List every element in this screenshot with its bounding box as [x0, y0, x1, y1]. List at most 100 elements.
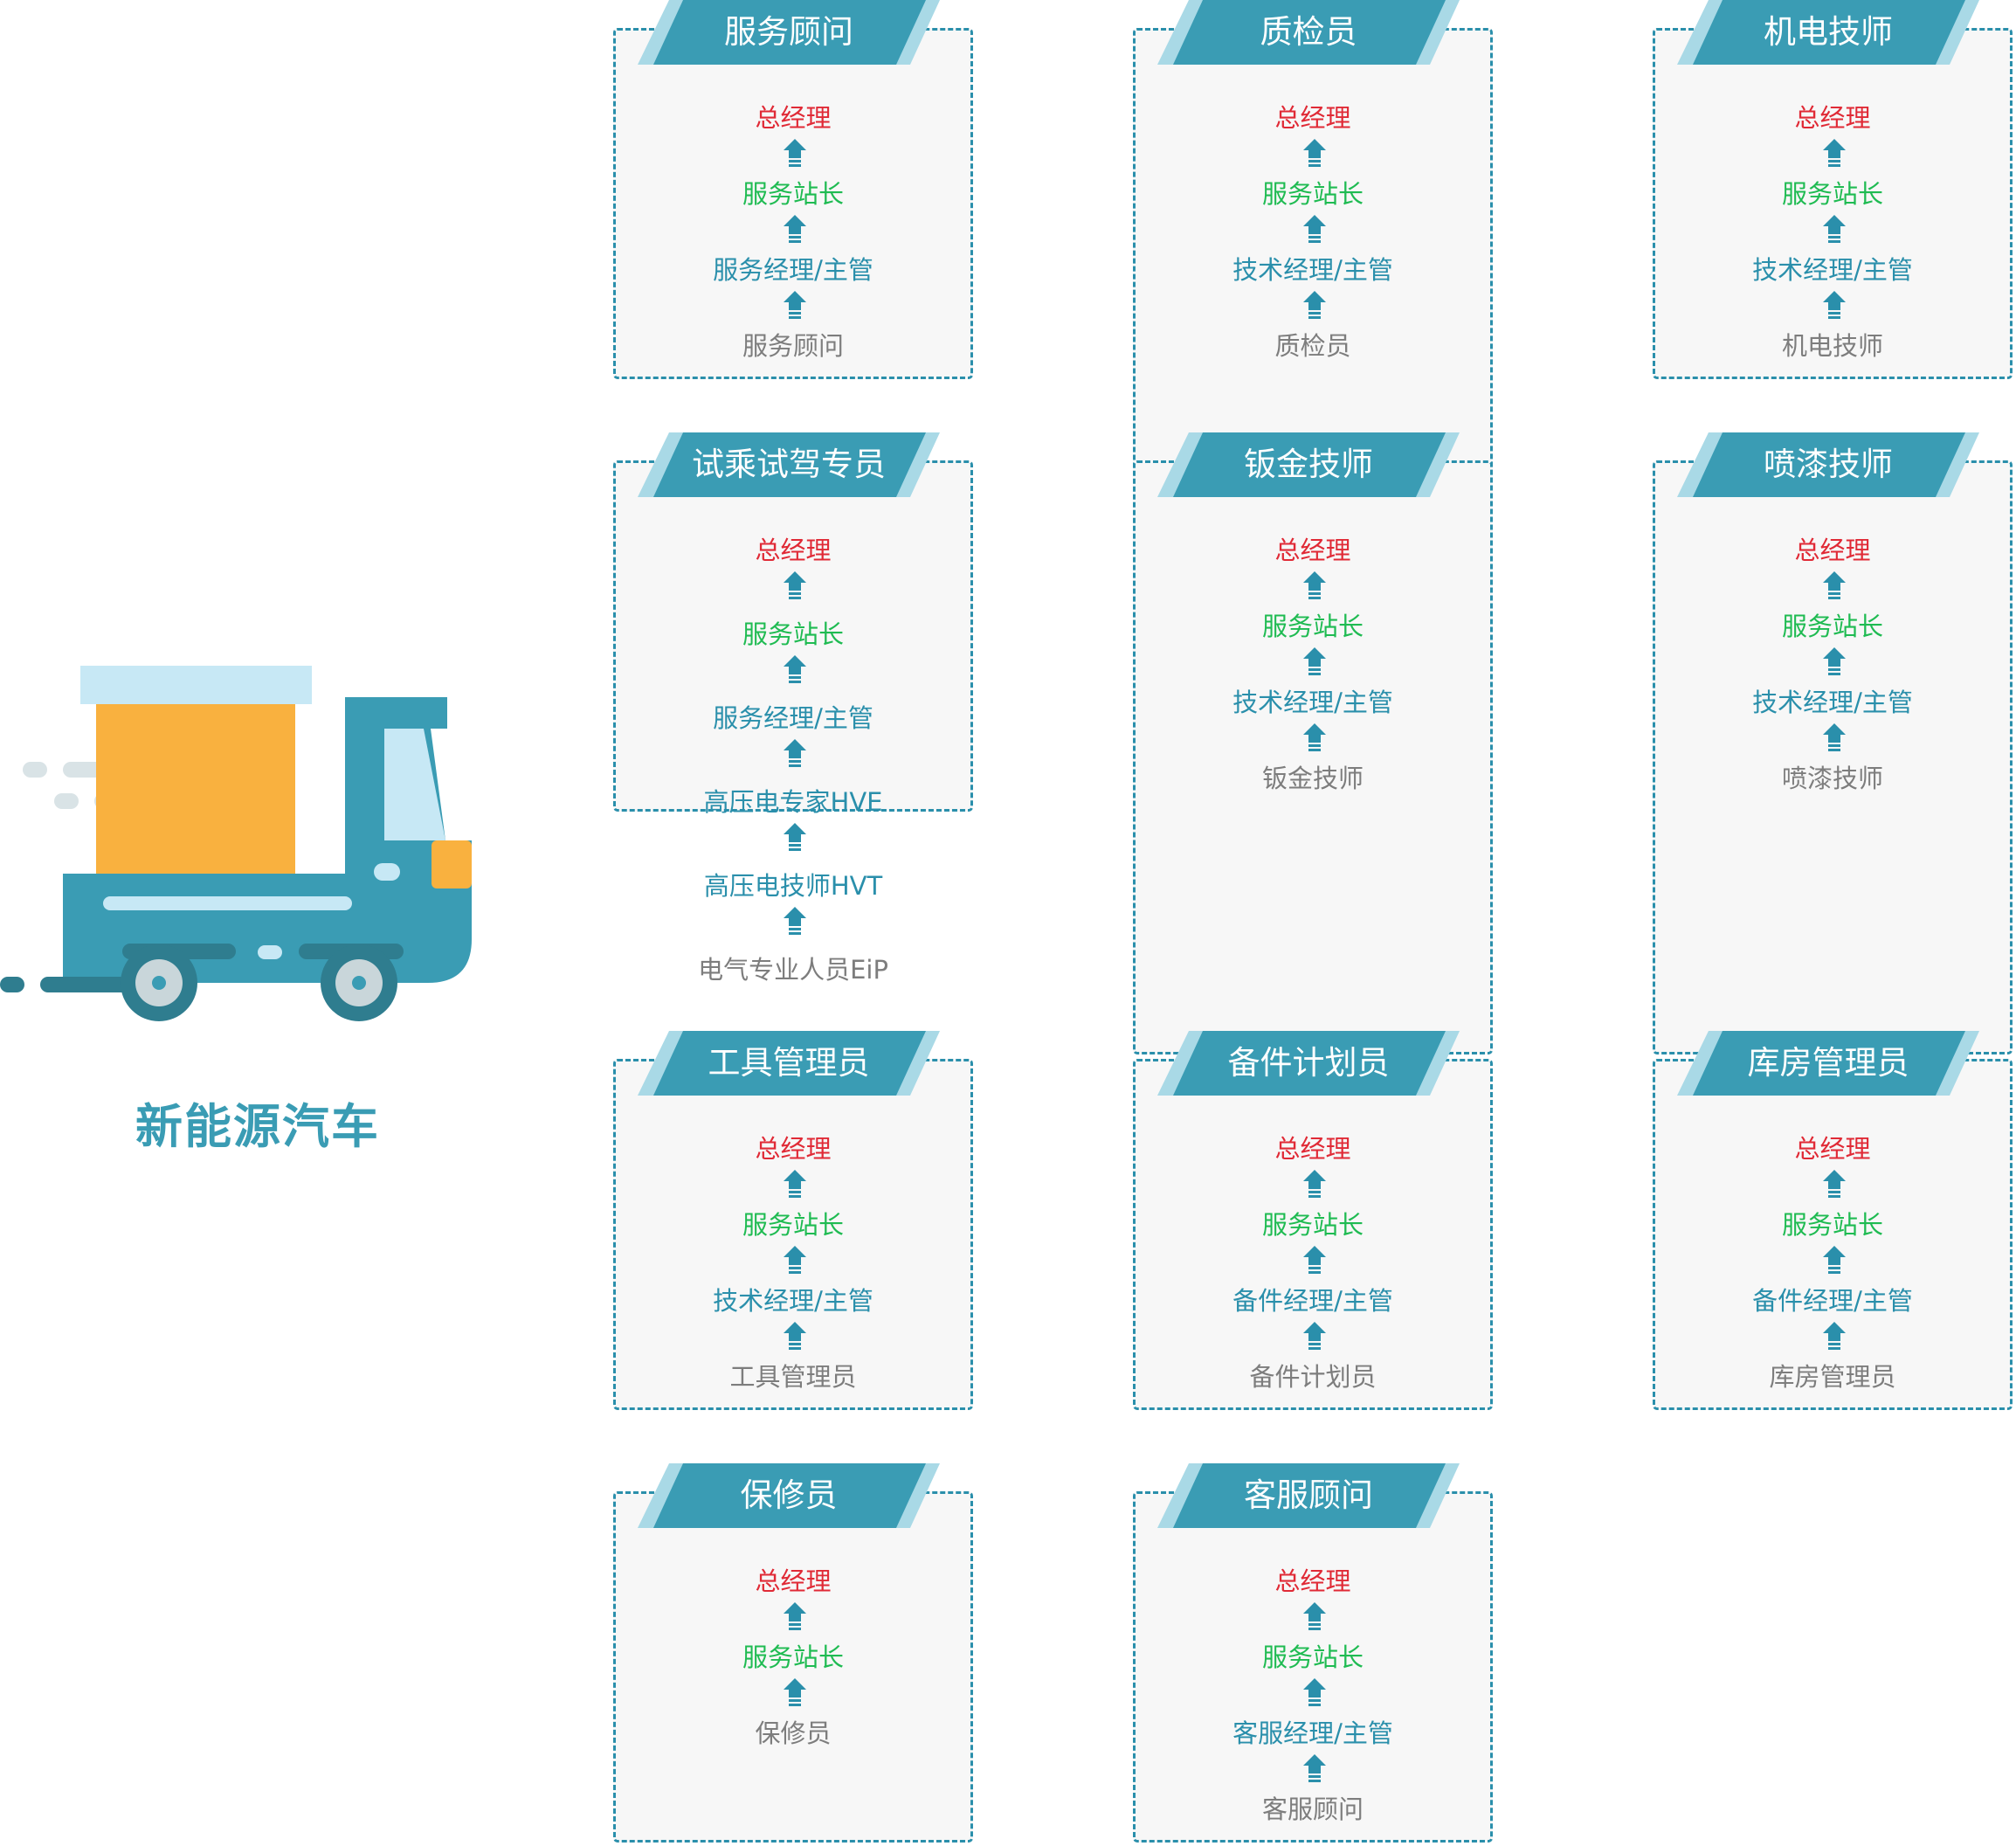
chain-level: 机电技师 — [1781, 331, 1883, 361]
chain-level: 总经理 — [1274, 1134, 1351, 1164]
card-title-banner: 备件计划员 — [1157, 1031, 1460, 1096]
chain-level: 总经理 — [755, 536, 832, 565]
up-arrow-icon — [1303, 1754, 1326, 1784]
up-arrow-icon — [1823, 1322, 1846, 1352]
chain-level: 备件计划员 — [1249, 1362, 1377, 1392]
card-frame — [613, 1059, 973, 1410]
chain-level: 高压电技师HVT — [703, 871, 883, 901]
card-title-banner: 客服顾问 — [1157, 1463, 1460, 1528]
chain-level: 技术经理/主管 — [1232, 255, 1393, 285]
card-frame — [1133, 1059, 1493, 1410]
card-title: 库房管理员 — [1747, 1044, 1909, 1082]
chain-level: 总经理 — [1274, 536, 1351, 565]
up-arrow-icon — [784, 215, 806, 245]
chain-level: 总经理 — [1794, 1134, 1871, 1164]
card-title: 喷漆技师 — [1764, 446, 1893, 483]
card-title-banner: 服务顾问 — [638, 0, 940, 65]
up-arrow-icon — [1303, 647, 1326, 677]
chain-level: 总经理 — [755, 103, 832, 133]
card-title-banner: 喷漆技师 — [1677, 432, 1979, 497]
chain-level: 总经理 — [755, 1134, 832, 1164]
chain-level: 服务站长 — [1261, 612, 1364, 641]
card-title-banner: 试乘试驾专员 — [638, 432, 940, 497]
up-arrow-icon — [784, 1246, 806, 1276]
role-card: 服务顾问总经理服务站长服务经理/主管服务顾问 — [613, 0, 977, 383]
role-card: 保修员总经理服务站长保修员 — [613, 1463, 977, 1846]
up-arrow-icon — [1823, 571, 1846, 601]
chain-level: 总经理 — [1794, 536, 1871, 565]
up-arrow-icon — [1303, 1602, 1326, 1632]
chain-level: 总经理 — [1274, 1566, 1351, 1596]
chain-level: 总经理 — [755, 1566, 832, 1596]
up-arrow-icon — [784, 1678, 806, 1708]
up-arrow-icon — [1823, 1170, 1846, 1200]
up-arrow-icon — [784, 823, 806, 853]
chain-level: 质检员 — [1274, 331, 1351, 361]
chain-level: 总经理 — [1274, 103, 1351, 133]
card-title: 服务顾问 — [724, 13, 853, 51]
brand-title: 新能源汽车 — [135, 1099, 380, 1154]
up-arrow-icon — [784, 655, 806, 685]
card-title-banner: 工具管理员 — [638, 1031, 940, 1096]
role-card: 客服顾问总经理服务站长客服经理/主管客服顾问 — [1133, 1463, 1496, 1846]
chain-level: 服务站长 — [1781, 1210, 1883, 1240]
card-title: 钣金技师 — [1244, 446, 1373, 483]
chain-level: 服务顾问 — [742, 331, 844, 361]
card-title: 质检员 — [1260, 13, 1357, 51]
chain-level: 库房管理员 — [1769, 1362, 1896, 1392]
card-frame — [1653, 28, 2013, 379]
card-title-banner: 机电技师 — [1677, 0, 1979, 65]
chain-level: 钣金技师 — [1261, 764, 1364, 793]
chain-level: 技术经理/主管 — [1752, 255, 1913, 285]
chain-level: 技术经理/主管 — [1752, 688, 1913, 717]
chain-level: 备件经理/主管 — [1232, 1286, 1393, 1316]
up-arrow-icon — [1823, 215, 1846, 245]
up-arrow-icon — [1823, 139, 1846, 169]
card-frame — [1653, 1059, 2013, 1410]
role-card: 试乘试驾专员总经理服务站长服务经理/主管高压电专家HVE 高压电技师HVT 电气专业… — [613, 432, 977, 985]
chain-level: 技术经理/主管 — [713, 1286, 873, 1316]
role-card: 备件计划员总经理服务站长备件经理/主管备件计划员 — [1133, 1031, 1496, 1414]
chain-level: 服务经理/主管 — [713, 703, 873, 733]
up-arrow-icon — [1303, 215, 1326, 245]
delivery-truck-icon — [0, 666, 472, 1021]
up-arrow-icon — [1823, 723, 1846, 753]
chain-level: 技术经理/主管 — [1232, 688, 1393, 717]
chain-level: 喷漆技师 — [1781, 764, 1883, 793]
up-arrow-icon — [784, 1170, 806, 1200]
up-arrow-icon — [784, 571, 806, 601]
card-title-banner: 钣金技师 — [1157, 432, 1460, 497]
chain-level: 保修员 — [755, 1718, 832, 1748]
card-frame — [613, 1491, 973, 1843]
up-arrow-icon — [1303, 723, 1326, 753]
chain-level: 服务站长 — [1781, 612, 1883, 641]
up-arrow-icon — [784, 1602, 806, 1632]
up-arrow-icon — [1303, 291, 1326, 321]
chain-level: 高压电专家HVE — [703, 787, 883, 817]
chain-level: 服务经理/主管 — [713, 255, 873, 285]
up-arrow-icon — [1823, 1246, 1846, 1276]
role-card: 库房管理员总经理服务站长备件经理/主管库房管理员 — [1653, 1031, 2016, 1414]
card-title-banner: 质检员 — [1157, 0, 1460, 65]
role-card: 机电技师总经理服务站长技术经理/主管机电技师 — [1653, 0, 2016, 383]
card-title: 保修员 — [740, 1476, 838, 1514]
chain-level: 客服顾问 — [1261, 1794, 1364, 1824]
chain-level: 客服经理/主管 — [1232, 1718, 1393, 1748]
role-card: 钣金技师总经理服务站长技术经理/主管钣金技师 — [1133, 432, 1496, 1058]
up-arrow-icon — [1823, 291, 1846, 321]
card-title: 机电技师 — [1764, 13, 1893, 51]
card-frame — [1133, 1491, 1493, 1843]
chain-level: 服务站长 — [742, 619, 844, 649]
card-title-banner: 保修员 — [638, 1463, 940, 1528]
chain-level: 备件经理/主管 — [1752, 1286, 1913, 1316]
chain-level: 工具管理员 — [729, 1362, 857, 1392]
up-arrow-icon — [1303, 1678, 1326, 1708]
card-title: 试乘试驾专员 — [692, 446, 886, 483]
up-arrow-icon — [1303, 1170, 1326, 1200]
up-arrow-icon — [784, 139, 806, 169]
chain-level: 服务站长 — [1261, 1642, 1364, 1672]
up-arrow-icon — [784, 739, 806, 769]
chain-level: 服务站长 — [1261, 1210, 1364, 1240]
chain-level: 电气专业人员EiP — [698, 955, 888, 985]
up-arrow-icon — [1303, 571, 1326, 601]
